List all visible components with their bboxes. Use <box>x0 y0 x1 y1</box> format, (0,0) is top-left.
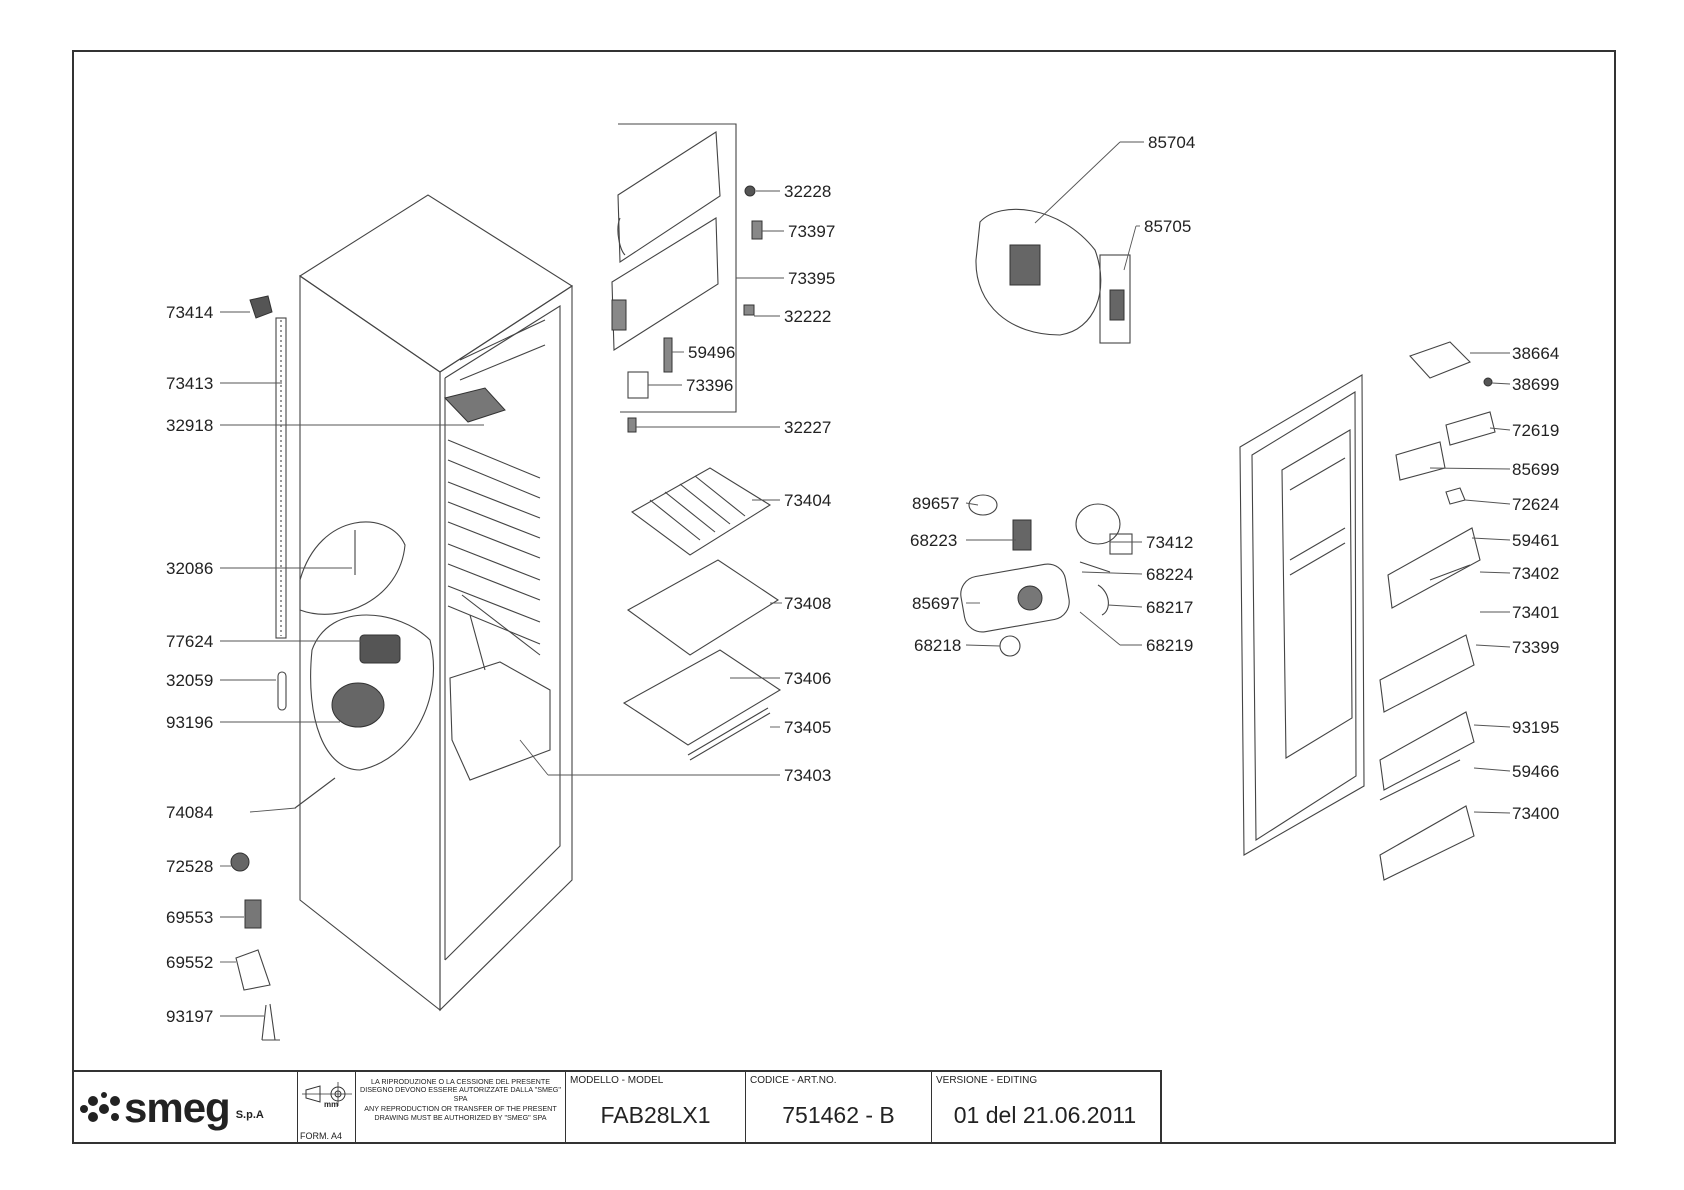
cabinet <box>299 194 574 1012</box>
model-caption: MODELLO - MODEL <box>570 1075 664 1086</box>
label-68218: 68218 <box>914 636 961 655</box>
unit-label: mm <box>324 1100 339 1109</box>
label-73408: 73408 <box>784 594 831 613</box>
label-59496: 59496 <box>688 343 735 362</box>
freezer-doors <box>611 123 763 433</box>
label-38699: 38699 <box>1512 375 1559 394</box>
form-label: FORM. A4 <box>300 1131 343 1141</box>
label-73405: 73405 <box>784 718 831 737</box>
brand-cell: smeg S.p.A <box>72 1072 298 1144</box>
label-93197: 93197 <box>166 1007 213 1026</box>
label-72624: 72624 <box>1512 495 1559 514</box>
notice-it: LA RIPRODUZIONE O LA CESSIONE DEL PRESEN… <box>360 1077 561 1103</box>
label-32228: 32228 <box>784 182 831 201</box>
version-value: 01 del 21.06.2011 <box>953 1102 1137 1128</box>
label-73412: 73412 <box>1146 533 1193 552</box>
label-72619: 72619 <box>1512 421 1559 440</box>
label-32222: 32222 <box>784 307 831 326</box>
label-73401: 73401 <box>1512 603 1559 622</box>
label-72528: 72528 <box>166 857 213 876</box>
label-73413: 73413 <box>166 374 213 393</box>
version-caption: VERSIONE - EDITING <box>936 1075 1038 1086</box>
label-73396: 73396 <box>686 376 733 395</box>
label-32059: 32059 <box>166 671 213 690</box>
label-73404: 73404 <box>784 491 831 510</box>
label-73400: 73400 <box>1512 804 1559 823</box>
label-85705: 85705 <box>1144 217 1191 236</box>
brand-suffix: S.p.A <box>235 1109 264 1121</box>
shelves <box>622 467 782 761</box>
label-68219: 68219 <box>1146 636 1193 655</box>
label-74084: 74084 <box>166 803 213 822</box>
label-59466: 59466 <box>1512 762 1559 781</box>
model-value: FAB28LX1 <box>600 1102 711 1128</box>
label-73414: 73414 <box>166 303 213 322</box>
brand-name: smeg <box>124 1084 231 1131</box>
label-32227: 32227 <box>784 418 831 437</box>
drawing-frame <box>72 50 1616 1144</box>
code-cell: CODICE - ART.NO. 751462 - B <box>746 1072 932 1144</box>
label-69552: 69552 <box>166 953 213 972</box>
label-68224: 68224 <box>1146 565 1193 584</box>
projection-cell: mm FORM. A4 <box>298 1072 356 1144</box>
label-73406: 73406 <box>784 669 831 688</box>
lamp-group <box>960 494 1133 657</box>
model-cell: MODELLO - MODEL FAB28LX1 <box>566 1072 746 1144</box>
label-59461: 59461 <box>1512 531 1559 550</box>
label-89657: 89657 <box>912 494 959 513</box>
label-73402: 73402 <box>1512 564 1559 583</box>
part-labels: 73414 73413 32918 32086 77624 32059 9319… <box>166 133 1559 1026</box>
small-parts-left <box>230 671 336 1041</box>
hinge-top <box>249 295 273 319</box>
label-73395: 73395 <box>788 269 835 288</box>
label-73399: 73399 <box>1512 638 1559 657</box>
label-32086: 32086 <box>166 559 213 578</box>
fridge-door <box>1239 374 1365 856</box>
label-73397: 73397 <box>788 222 835 241</box>
door-bins <box>1379 341 1496 881</box>
compressor-detail <box>299 521 435 771</box>
code-caption: CODICE - ART.NO. <box>750 1075 837 1086</box>
label-38664: 38664 <box>1512 344 1559 363</box>
label-93195: 93195 <box>1512 718 1559 737</box>
label-68217: 68217 <box>1146 598 1193 617</box>
label-69553: 69553 <box>166 908 213 927</box>
condenser-tube <box>275 317 287 639</box>
notice-en: ANY REPRODUCTION OR TRANSFER OF THE PRES… <box>364 1104 557 1122</box>
code-value: 751462 - B <box>782 1102 895 1128</box>
title-block: smeg S.p.A mm FORM. A4 LA RIPRODUZIONE O… <box>72 1070 1162 1144</box>
label-73403: 73403 <box>784 766 831 785</box>
label-85699: 85699 <box>1512 460 1559 479</box>
label-85697: 85697 <box>912 594 959 613</box>
smeg-logo-dots <box>80 1092 120 1122</box>
thermostat-group <box>975 208 1131 344</box>
label-77624: 77624 <box>166 632 213 651</box>
notice-cell: LA RIPRODUZIONE O LA CESSIONE DEL PRESEN… <box>356 1072 566 1144</box>
label-85704: 85704 <box>1148 133 1195 152</box>
projection-symbol-icon <box>302 1082 352 1106</box>
version-cell: VERSIONE - EDITING 01 del 21.06.2011 <box>932 1072 1158 1144</box>
label-68223: 68223 <box>910 531 957 550</box>
label-93196: 93196 <box>166 713 213 732</box>
label-32918: 32918 <box>166 416 213 435</box>
leader-lines <box>220 141 1511 1017</box>
